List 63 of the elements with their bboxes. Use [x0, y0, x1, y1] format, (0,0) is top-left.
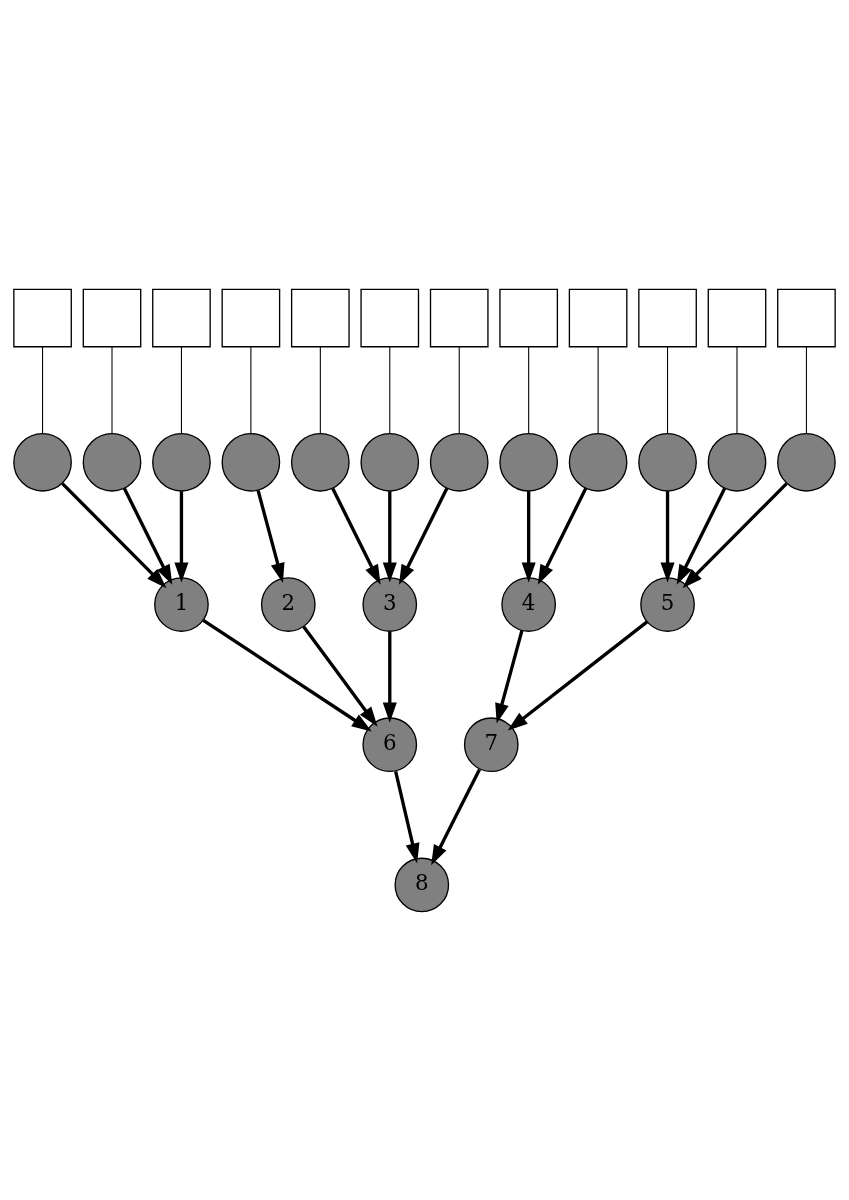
node-circle	[290, 432, 350, 492]
arrow	[202, 618, 372, 731]
arrow	[382, 631, 397, 723]
node-circle: 6	[362, 716, 418, 772]
node-box	[82, 288, 142, 347]
node-box	[777, 288, 836, 347]
arrow	[495, 629, 524, 723]
arrow	[682, 481, 788, 588]
connector	[180, 346, 182, 434]
node-circle	[638, 432, 697, 492]
arrow	[61, 481, 167, 588]
arrow	[122, 487, 173, 585]
arrow	[331, 487, 381, 585]
node-circle	[568, 432, 628, 492]
node-box	[499, 288, 559, 347]
connector	[528, 346, 530, 434]
arrow	[537, 487, 588, 585]
node-box	[152, 288, 211, 347]
node-circle: 3	[362, 576, 418, 632]
connector	[389, 346, 391, 434]
arrow	[507, 620, 648, 731]
arrow	[394, 770, 420, 863]
node-circle	[429, 432, 489, 492]
node-circle: 2	[260, 576, 316, 632]
node-box	[290, 288, 350, 347]
connector	[42, 346, 44, 434]
connector	[319, 346, 321, 434]
node-box	[429, 288, 489, 347]
arrow	[398, 487, 449, 585]
node-box	[638, 288, 697, 347]
node-circle	[82, 432, 142, 492]
connector	[736, 346, 738, 434]
connector	[597, 346, 599, 434]
arrow	[431, 768, 481, 865]
node-circle: 8	[394, 857, 450, 912]
node-circle	[499, 432, 559, 492]
node-circle	[707, 432, 767, 492]
connector	[458, 346, 460, 434]
arrow	[660, 490, 675, 583]
node-box	[221, 288, 281, 347]
node-circle	[777, 432, 836, 492]
node-circle	[360, 432, 420, 492]
connector	[111, 346, 113, 434]
arrow	[256, 489, 285, 583]
node-box	[360, 288, 420, 347]
arrow	[174, 490, 189, 583]
arrow	[521, 490, 536, 583]
node-circle	[152, 432, 211, 492]
connector	[805, 346, 807, 434]
connector	[667, 346, 669, 434]
arrow	[382, 490, 397, 583]
arrow	[302, 625, 378, 727]
connector	[250, 346, 252, 434]
node-box	[707, 288, 767, 347]
arrow	[676, 487, 727, 585]
node-circle: 7	[463, 716, 519, 772]
node-box	[13, 288, 72, 347]
node-circle	[13, 432, 72, 492]
node-circle: 5	[640, 576, 695, 632]
node-box	[568, 288, 628, 347]
node-circle	[221, 432, 281, 492]
node-circle: 4	[501, 576, 557, 632]
node-circle: 1	[154, 576, 209, 632]
